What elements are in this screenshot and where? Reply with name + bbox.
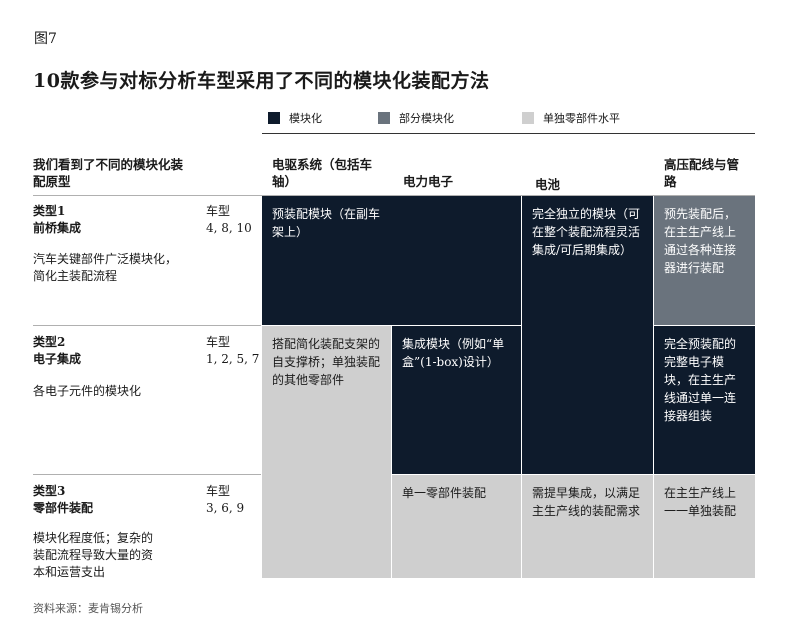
legend-label-partial: 部分模块化 [399, 112, 454, 125]
chart-title: 10款参与对标分析车型采用了不同的模块化装配方法 [33, 70, 490, 92]
row-header: 我们看到了不同的模块化装配原型 [33, 157, 184, 189]
cell-power-type2: 集成模块（例如“单盒”(1-box)设计） [392, 326, 521, 474]
cell-text: 单一零部件装配 [402, 486, 487, 500]
cell-edrive-type23: 搭配简化装配支架的自支撑桥；单独装配的其他零部件 [262, 326, 391, 578]
legend-swatch-partial [378, 112, 390, 124]
row-models-label-type2: 车型 [206, 335, 231, 349]
cell-text: 完全独立的模块（可在整个装配流程灵活集成/可后期集成） [532, 207, 641, 257]
row-models-label-type3: 车型 [206, 484, 231, 498]
cell-battery-type12: 完全独立的模块（可在整个装配流程灵活集成/可后期集成） [522, 196, 653, 474]
row-subtitle-type3: 零部件装配 [33, 501, 94, 515]
source-note: 资料来源：麦肯锡分析 [33, 602, 143, 615]
legend-swatch-modular [268, 112, 280, 124]
row-name-type2: 类型2 [33, 335, 66, 349]
row-models-label-type1: 车型 [206, 204, 231, 218]
column-header-hv-wiring: 高压配线与管路 [664, 157, 740, 189]
figure-label: 图7 [34, 31, 57, 47]
legend-item-partial: 部分模块化 [378, 110, 454, 126]
cell-text: 预装配模块（在副车架上） [272, 207, 381, 239]
cell-type1-edrive-power: 预装配模块（在副车架上） [262, 196, 521, 325]
row-divider [33, 474, 261, 475]
row-models-type2: 1, 2, 5, 7 [206, 352, 260, 366]
cell-text: 搭配简化装配支架的自支撑桥；单独装配的其他零部件 [272, 337, 381, 387]
cell-text: 在主生产线上一一单独装配 [664, 486, 737, 518]
legend-swatch-component [522, 112, 534, 124]
legend-label-modular: 模块化 [289, 112, 322, 125]
cell-wiring-type3: 在主生产线上一一单独装配 [654, 475, 755, 578]
row-name-type1: 类型1 [33, 204, 66, 218]
row-description-type2: 各电子元件的模块化 [33, 384, 142, 398]
row-divider [33, 325, 261, 326]
row-divider [33, 195, 755, 196]
cell-wiring-type2: 完全预装配的完整电子模块，在主生产线通过单一连接器组装 [654, 326, 755, 474]
cell-battery-type3: 需提早集成，以满足主生产线的装配需求 [522, 475, 653, 578]
cell-text: 预先装配后，在主生产线上通过各种连接器进行装配 [664, 207, 737, 275]
row-description-type3: 模块化程度低；复杂的装配流程导致大量的资本和运营支出 [33, 531, 154, 579]
column-header-edrive: 电驱系统（包括车轴） [272, 157, 373, 189]
legend-item-component: 单独零部件水平 [522, 110, 620, 126]
legend-rule [262, 133, 755, 134]
row-models-type1: 4, 8, 10 [206, 221, 252, 235]
row-subtitle-type1: 前桥集成 [33, 221, 82, 235]
column-header-power-electronics: 电力电子 [403, 174, 454, 189]
row-subtitle-type2: 电子集成 [33, 352, 82, 366]
row-models-type3: 3, 6, 9 [206, 501, 245, 515]
cell-text: 需提早集成，以满足主生产线的装配需求 [532, 486, 641, 518]
legend-item-modular: 模块化 [268, 110, 322, 126]
legend-label-component: 单独零部件水平 [543, 112, 620, 125]
cell-power-type3: 单一零部件装配 [392, 475, 521, 578]
cell-wiring-type1: 预先装配后，在主生产线上通过各种连接器进行装配 [654, 196, 755, 325]
column-header-battery: 电池 [535, 177, 561, 192]
cell-text: 集成模块（例如“单盒”(1-box)设计） [402, 337, 505, 369]
row-description-type1: 汽车关键部件广泛模块化，简化主装配流程 [33, 252, 178, 283]
cell-text: 完全预装配的完整电子模块，在主生产线通过单一连接器组装 [664, 337, 737, 423]
row-name-type3: 类型3 [33, 484, 66, 498]
